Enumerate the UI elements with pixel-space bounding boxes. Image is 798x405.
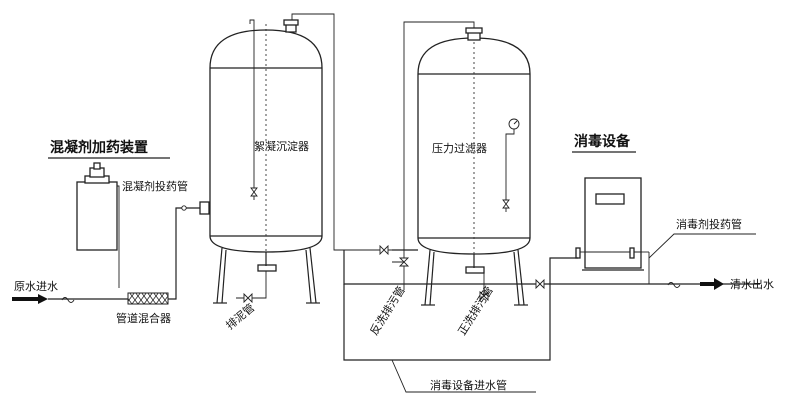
backwash-valve-icon — [398, 257, 410, 267]
filter-leg-left-inner — [429, 251, 435, 306]
settler-leg-left-inner — [221, 249, 227, 304]
disinfectant-dosing-pipe-label: 消毒剂投药管 — [676, 217, 742, 231]
sludge-valve-icon — [243, 292, 253, 304]
filter-outlet-pipe — [343, 250, 760, 285]
filter-leg-right — [517, 249, 525, 306]
sludge-discharge-pipe — [236, 271, 267, 299]
mixer-to-settler-pipe — [168, 207, 200, 300]
disinfection-device-title: 消毒设备 — [574, 133, 631, 150]
settler-outlet-pipe — [291, 13, 392, 251]
settler-top-cap — [283, 19, 299, 26]
settler-leg-right-inner — [305, 249, 312, 304]
filter-top-cap — [465, 27, 483, 34]
disinfection-inlet-pipe-line — [343, 257, 578, 361]
filter-bottom-outlet — [465, 266, 485, 274]
disinfection-inlet-stub — [575, 247, 581, 259]
settler-inlet-valve-icon — [181, 205, 187, 211]
inlet-pipe-break-icon — [61, 297, 75, 303]
coagulant-dosing-tank — [76, 162, 118, 251]
settler-leg-right — [309, 247, 317, 304]
pipe-mixer — [127, 292, 169, 305]
raw-water-inlet-arrow-icon — [12, 294, 48, 304]
outlet-pipe-break-icon — [667, 282, 681, 288]
raw-water-inlet-label: 原水进水 — [14, 280, 58, 293]
forward-wash-valve-icon — [479, 290, 489, 302]
coagulant-dosing-pipe-label: 混凝剂投药管 — [122, 179, 188, 193]
disinfectant-dosing-leader — [648, 233, 756, 259]
filter-inlet-valve-icon — [379, 244, 389, 256]
filter-leg-left — [424, 249, 431, 306]
settler-internal-valve-icon — [250, 187, 258, 197]
pressure-filter-label: 压力过滤器 — [432, 142, 487, 155]
settler-internal-pipe — [249, 19, 255, 200]
settler-leg-left — [216, 247, 223, 304]
coagulant-dosing-pipe-line — [117, 185, 120, 288]
backwash-drain-pipe-label: 反洗排污管 — [367, 284, 408, 338]
clean-water-outlet-arrow-icon — [700, 278, 724, 290]
pipe-mixer-label: 管道混合器 — [116, 311, 171, 325]
settler-inlet-flange — [199, 201, 210, 215]
clean-water-outlet-label: 清水出水 — [730, 277, 774, 291]
disinfection-unit — [582, 177, 644, 271]
disinfection-inlet-leader — [391, 359, 536, 393]
filter-internal-valve-icon — [502, 199, 510, 209]
outlet-valve-icon — [535, 278, 545, 290]
filter-internal-pipe — [505, 129, 515, 212]
sludge-discharge-pipe-label: 排泥管 — [223, 300, 257, 332]
coagulation-settler-label: 絮凝沉淀器 — [254, 139, 309, 153]
disinfection-inlet-pipe-label: 消毒设备进水管 — [430, 378, 507, 392]
settler-bottom-outlet — [257, 264, 277, 272]
disinfection-outlet-stub — [629, 247, 635, 259]
forward-wash-drain-pipe-label: 正洗排污管 — [455, 284, 496, 338]
backwash-drain-pipe-line — [392, 21, 475, 263]
coagulant-device-title: 混凝剂加药装置 — [50, 139, 148, 156]
filter-leg-right-inner — [513, 251, 520, 306]
pressure-gauge-needle — [513, 120, 518, 125]
